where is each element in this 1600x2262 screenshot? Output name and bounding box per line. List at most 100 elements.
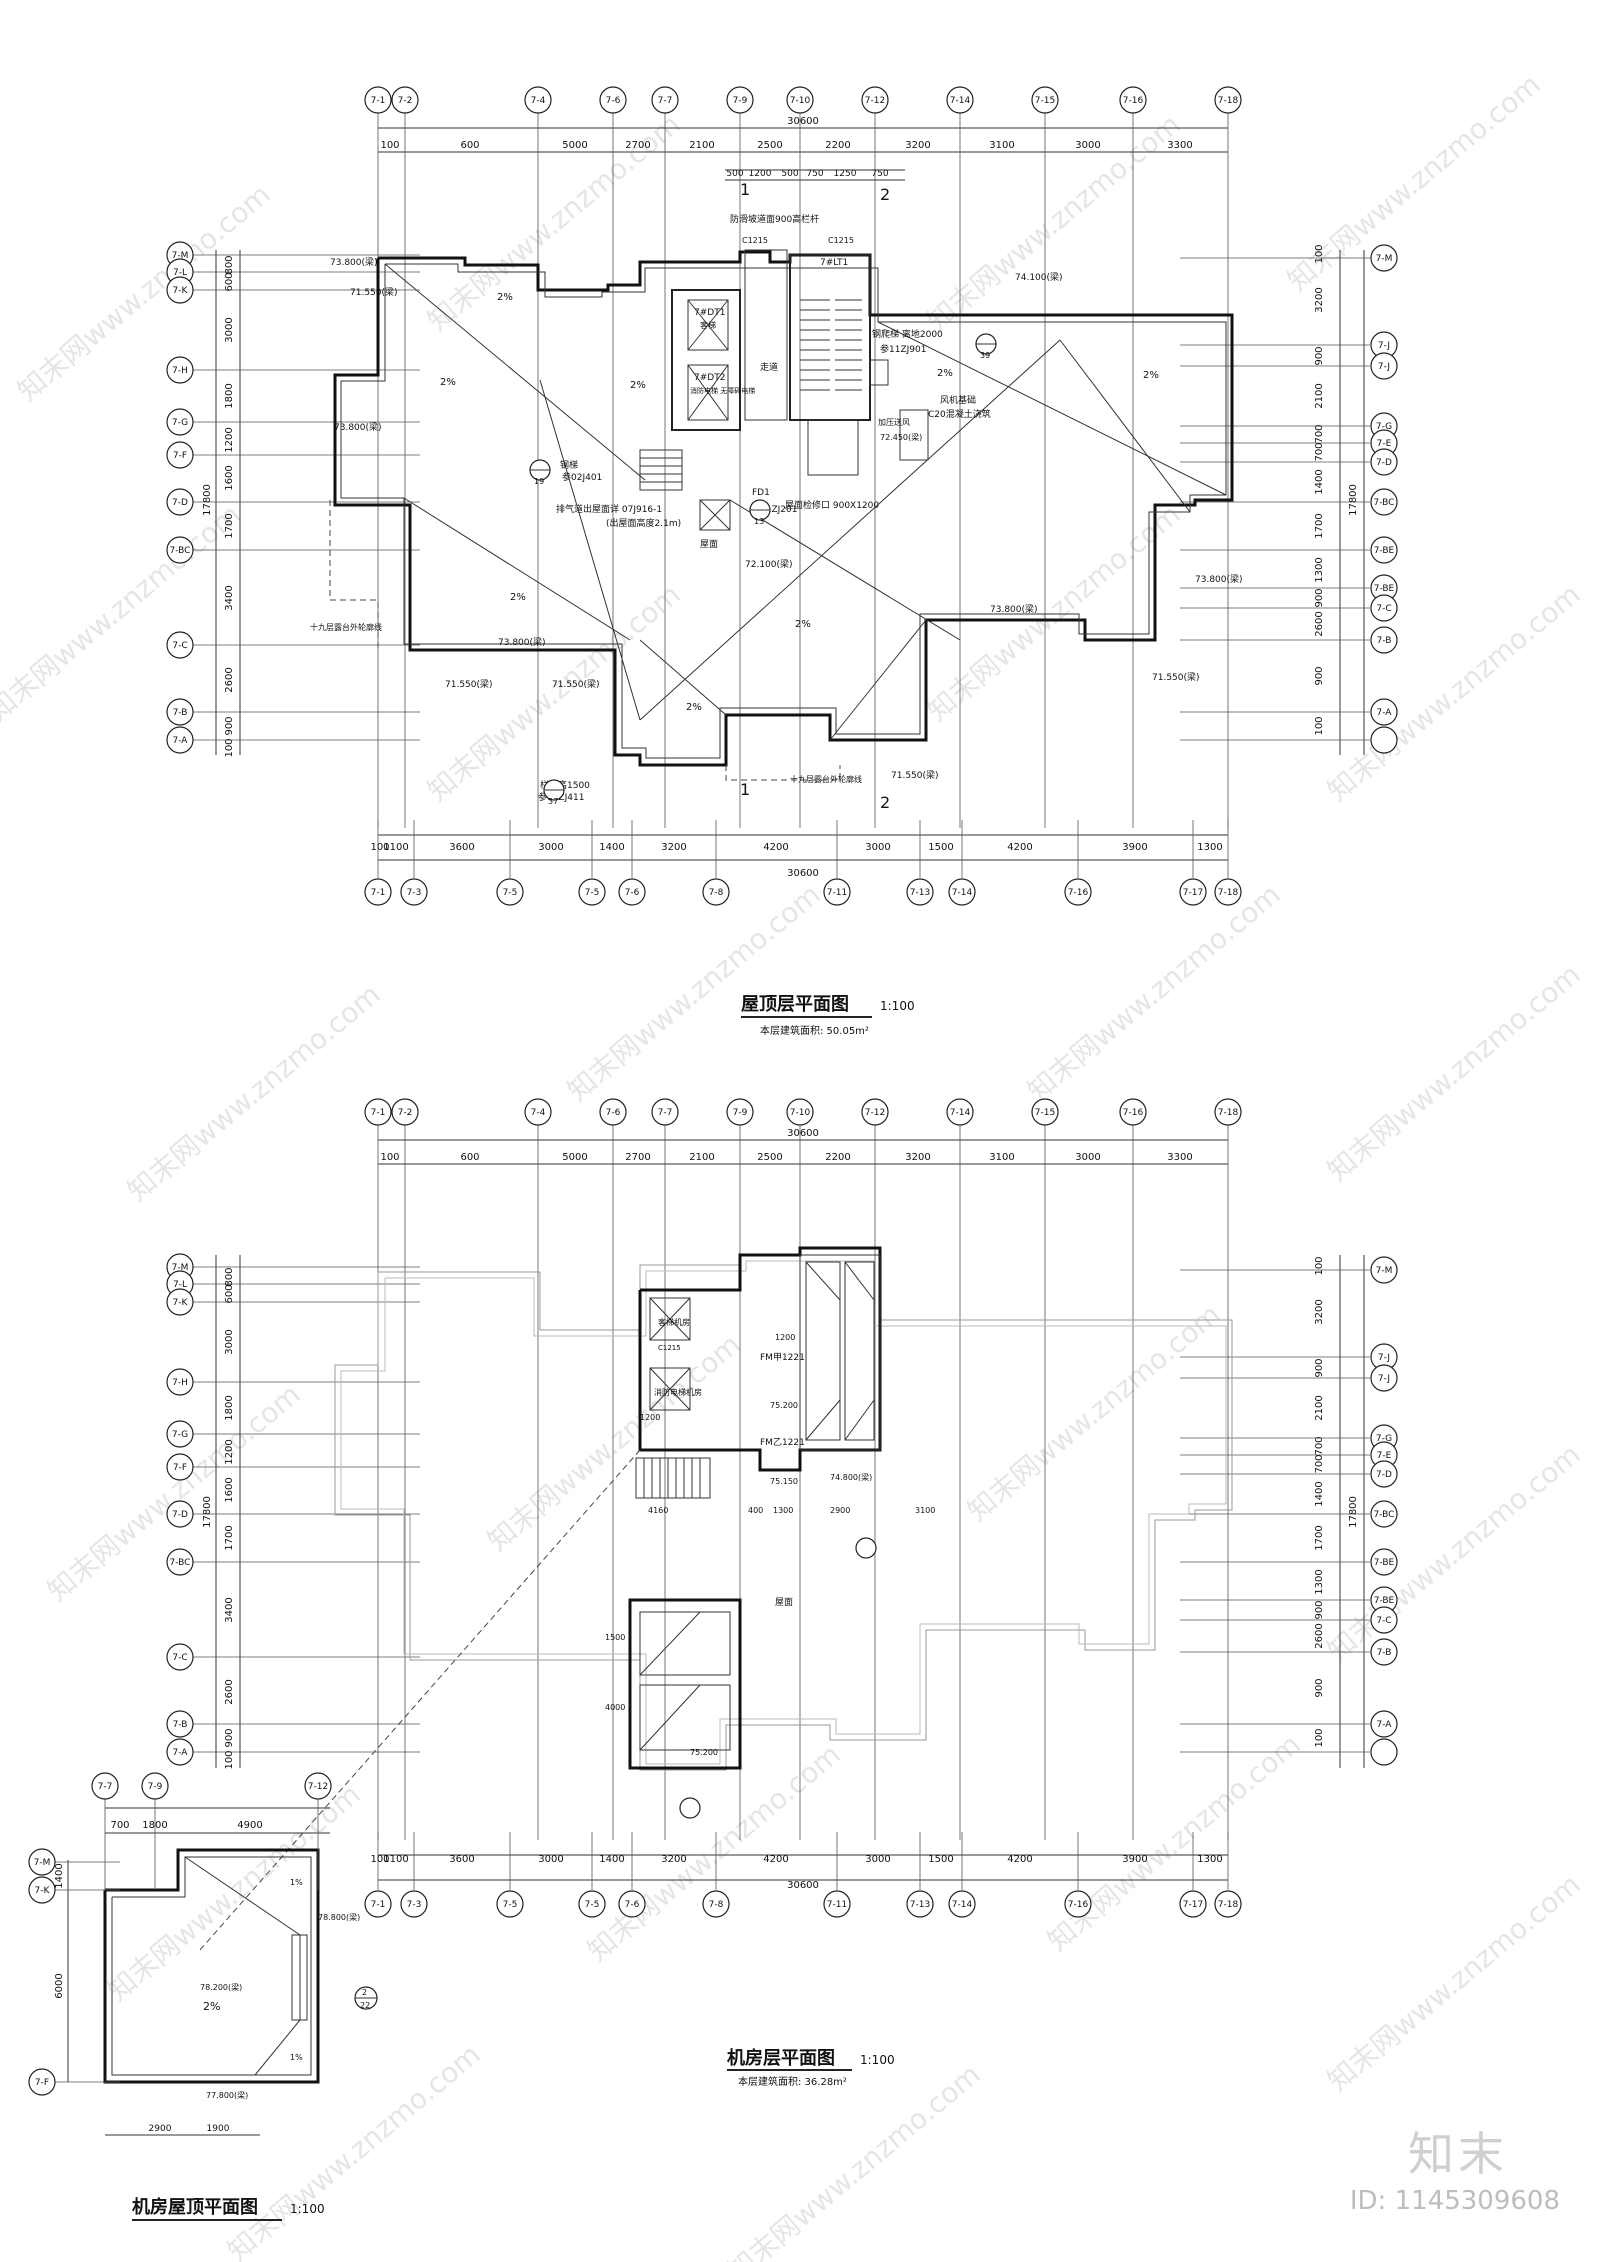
- plan1-axis-right-6-label: 7-BC: [1374, 498, 1395, 508]
- plan1-dim-right-12: 100: [1314, 716, 1325, 735]
- plan2-fm-1: FM甲1221: [760, 1352, 805, 1363]
- plan1-axis-left-6-label: 7-D: [172, 498, 188, 508]
- plan1-dim-total-top: 30600: [787, 116, 819, 127]
- plan2-axis-bot-1-label: 7-3: [407, 1900, 422, 1910]
- plan2-axis-top-6: 7-10: [786, 1098, 814, 1126]
- plan2-area: 本层建筑面积: 36.28m²: [738, 2075, 847, 2088]
- plan2-axis-right-10: 7-B: [1370, 1638, 1398, 1666]
- plan1-axis-top-10: 7-16: [1119, 86, 1147, 114]
- watermark-18: 知末网www.znzmo.com: [1041, 1728, 1306, 1958]
- plan2-dim-total-top: 30600: [787, 1128, 819, 1139]
- plan1-dim-bot-8: 1500: [928, 842, 953, 853]
- plan2-dim-left-0: 800: [224, 1267, 235, 1286]
- brand-logo: 知末: [1408, 2127, 1508, 2181]
- plan1-axis-bot-7: 7-13: [906, 878, 934, 906]
- plan1-axis-left-4: 7-G: [166, 408, 194, 436]
- plan2-axis-left-0-label: 7-M: [172, 1263, 189, 1273]
- plan2-dim-right-0: 100: [1314, 1256, 1325, 1275]
- plan3-elev-3: 77.800(梁): [206, 2091, 248, 2100]
- plan2-axis-top-2-label: 7-4: [531, 1108, 546, 1118]
- plan3-axis-left-1-label: 7-K: [35, 1886, 51, 1896]
- plan1-dim-top-3: 2700: [625, 140, 650, 151]
- plan2-axis-top-10-label: 7-16: [1123, 1108, 1144, 1118]
- plan2-dim-right-2: 900: [1314, 1358, 1325, 1377]
- plan1-subdim-0: 500: [726, 169, 743, 179]
- plan1-axis-right-0-label: 7-M: [1376, 254, 1393, 264]
- plan1-dim-left-9: 900: [224, 716, 235, 735]
- plan1-dim-left-7: 3400: [224, 585, 235, 610]
- plan2-axis-bot-2: 7-5: [496, 1890, 524, 1918]
- stair-machine: [799, 1254, 881, 1451]
- plan1-dim-right-5: 700: [1314, 442, 1325, 461]
- plan1-dim-top-2: 5000: [562, 140, 587, 151]
- plan2-axis-right-11-label: 7-A: [1377, 1720, 1393, 1730]
- plan1-axis-right-12: [1370, 726, 1398, 754]
- plan1-axis-top-2: 7-4: [524, 86, 552, 114]
- watermark-10: 知末网www.znzmo.com: [1021, 878, 1286, 1108]
- plan2-axis-bot-0-label: 7-1: [371, 1900, 386, 1910]
- plan2-axis-right-7: 7-BE: [1370, 1548, 1398, 1576]
- watermark-4: 知末网www.znzmo.com: [0, 498, 247, 728]
- plan1-axis-top-1: 7-2: [391, 86, 419, 114]
- plan3-elev-1: 78.200(梁): [200, 1983, 242, 1992]
- plan1-axis-top-3-label: 7-6: [606, 96, 621, 106]
- plan2-axis-left-3: 7-H: [166, 1368, 194, 1396]
- plan2-dim-top-9: 3000: [1075, 1152, 1100, 1163]
- plan2-dim-bot-10: 3900: [1122, 1854, 1147, 1865]
- plan1-axis-left-8: 7-C: [166, 631, 194, 659]
- plan1-dim-bot-2: 3600: [449, 842, 474, 853]
- plan3-elev-2: 78.800(梁): [318, 1913, 360, 1922]
- plan2-axis-top-6-label: 7-10: [790, 1108, 811, 1118]
- plan1-axis-bot-1: 7-3: [400, 878, 428, 906]
- plan2-elev-2: 74.800(梁): [830, 1473, 872, 1482]
- plan1-dim-right-2: 900: [1314, 346, 1325, 365]
- plan2-axis-left-10-label: 7-A: [173, 1748, 189, 1758]
- c20-label: C20混凝土浇筑: [928, 408, 991, 420]
- watermark-11: 知末网www.znzmo.com: [1321, 958, 1586, 1188]
- plan3-dim-bot-1: 1900: [207, 2124, 230, 2134]
- plan2-axis-bot-6: 7-11: [823, 1890, 851, 1918]
- plan2-axis-top-5-label: 7-9: [733, 1108, 748, 1118]
- watermark-17: 知末网www.znzmo.com: [581, 1738, 846, 1968]
- plan3-dim-bot-0: 2900: [149, 2124, 172, 2134]
- plan1-axis-right-1-label: 7-J: [1378, 341, 1390, 351]
- plan1-axis-bot-0-label: 7-1: [371, 888, 386, 898]
- detail-37-text: 37: [548, 797, 558, 806]
- plan1-dim-right-total: 17800: [1348, 484, 1359, 516]
- plan2-axis-bot-10-label: 7-17: [1183, 1900, 1203, 1910]
- plan1-subdim-1: 1200: [749, 169, 772, 179]
- plan2-axis-bot-7-label: 7-13: [910, 1900, 930, 1910]
- plan2-dim-top-6: 2200: [825, 1152, 850, 1163]
- steel-label: 钢梯: [560, 459, 578, 471]
- lift1-room-label: 客梯机房: [658, 1317, 690, 1327]
- plan1-axis-right-9-label: 7-C: [1376, 604, 1391, 614]
- plan2-axis-right-11: 7-A: [1370, 1710, 1398, 1738]
- elevator-2-note: 消防电梯 无障碍电梯: [690, 386, 755, 395]
- plan1-terrace-contour-2: [725, 765, 841, 781]
- plan2-axis-right-0-label: 7-M: [1376, 1266, 1393, 1276]
- plan1-axis-top-4: 7-7: [651, 86, 679, 114]
- elevation-8: 71.550(梁): [552, 678, 600, 690]
- plan1-axis-bot-3: 7-5: [578, 878, 606, 906]
- plan1-axis-top-9-label: 7-15: [1035, 96, 1055, 106]
- watermark-5: 知末网www.znzmo.com: [421, 578, 686, 808]
- plan1-axis-right-2-label: 7-J: [1378, 362, 1390, 372]
- watermark-2: 知末网www.znzmo.com: [921, 108, 1186, 338]
- plan1-axis-left-10: 7-A: [166, 726, 194, 754]
- plan1-axis-left-8-label: 7-C: [172, 641, 187, 651]
- elevation-9: 73.800(梁): [498, 636, 546, 648]
- plan1-dim-bot-11: 1300: [1197, 842, 1222, 853]
- plan3-detail: 2: [362, 1988, 367, 1997]
- plan3-title: 机房屋顶平面图: [132, 2196, 258, 2218]
- plan2-dim-bot-4: 1400: [599, 1854, 624, 1865]
- watermark-20: 知末网www.znzmo.com: [221, 2038, 486, 2262]
- plan2-dim-right-total: 17800: [1348, 1496, 1359, 1528]
- plan1-axis-right-10-label: 7-B: [1377, 636, 1392, 646]
- lift2-room-label: 消防电梯机房: [654, 1387, 702, 1397]
- parapet-note: 防滑坡道面900高栏杆: [730, 213, 819, 225]
- plan1-axis-right-10: 7-B: [1370, 626, 1398, 654]
- plan1-dim-top-7: 3200: [905, 140, 930, 151]
- plan1-dim-right-9: 900: [1314, 588, 1325, 607]
